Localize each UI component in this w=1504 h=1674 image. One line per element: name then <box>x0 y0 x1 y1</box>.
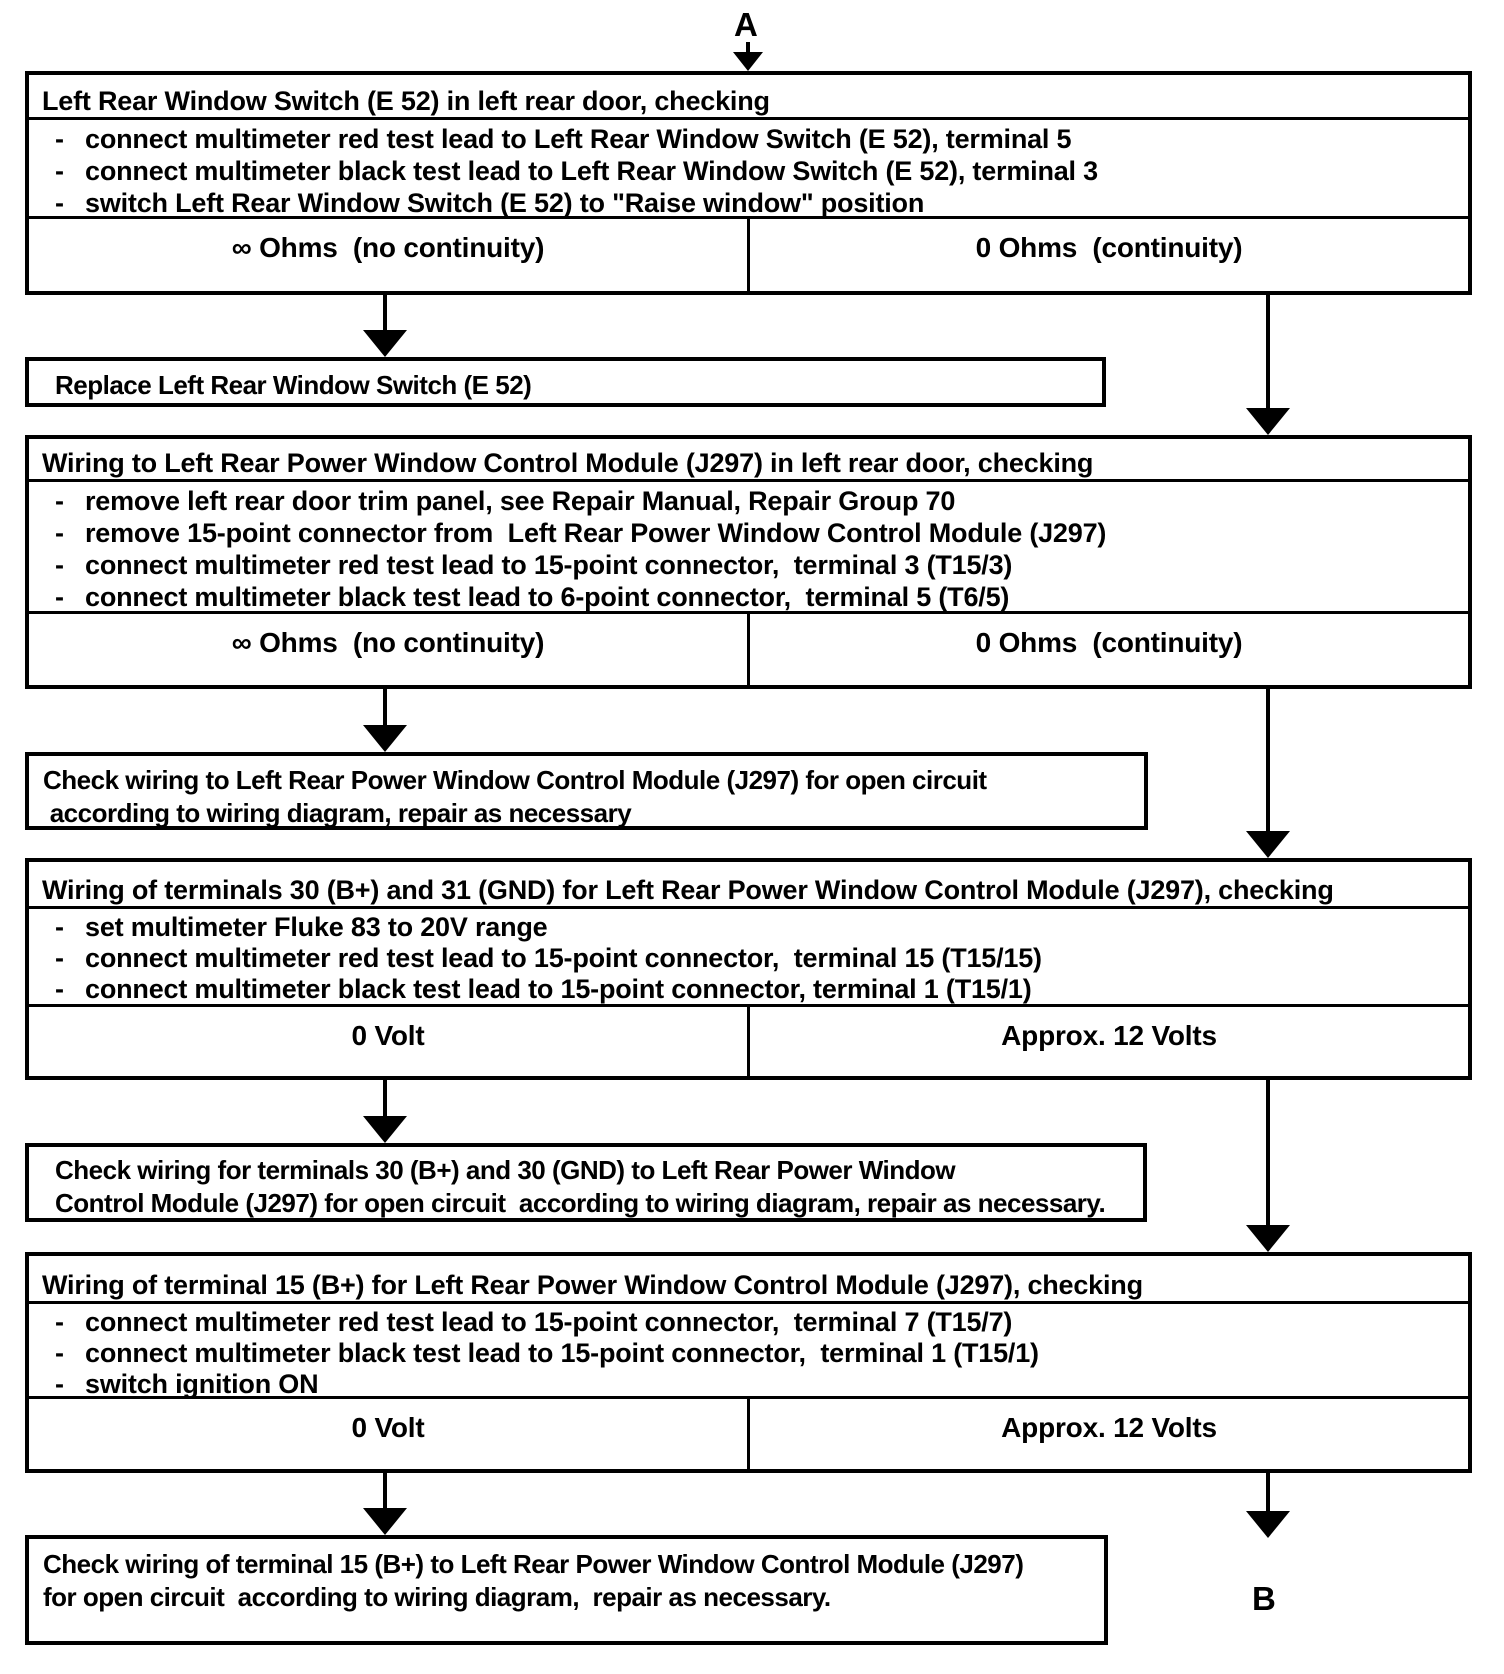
arrow-shaft <box>1266 1080 1270 1227</box>
step-line: -connect multimeter red test lead to 15-… <box>55 1307 1468 1338</box>
dash-bullet: - <box>55 943 64 973</box>
step-text: connect multimeter black test lead to Le… <box>85 156 1098 186</box>
step-text: remove left rear door trim panel, see Re… <box>85 486 956 516</box>
dash-bullet: - <box>55 912 64 942</box>
check-block-steps: -connect multimeter red test lead to Lef… <box>29 120 1468 219</box>
step-line: -connect multimeter red test lead to Lef… <box>55 123 1468 155</box>
arrow-shaft <box>383 1080 387 1118</box>
arrow-down-icon <box>363 1508 407 1535</box>
step-line: -connect multimeter black test lead to 6… <box>55 581 1468 613</box>
step-line: -connect multimeter red test lead to 15-… <box>55 943 1468 974</box>
dash-bullet: - <box>55 124 64 154</box>
arrow-down-icon <box>1246 831 1290 858</box>
outcome-check-wiring-to-module: Check wiring to Left Rear Power Window C… <box>25 752 1148 830</box>
step-line: -switch ignition ON <box>55 1369 1468 1400</box>
arrow-shaft <box>383 1473 387 1510</box>
outcome-text: for open circuit according to wiring dia… <box>43 1582 831 1612</box>
result-0-volt: 0 Volt <box>351 1020 425 1051</box>
connector-label-b: B <box>1252 1580 1276 1617</box>
check-block-steps: -remove left rear door trim panel, see R… <box>29 482 1468 614</box>
result-continuity: 0 Ohms (continuity) <box>747 219 1468 291</box>
check-block-results: ∞ Ohms (no continuity) 0 Ohms (continuit… <box>29 219 1468 291</box>
arrow-shaft <box>1266 689 1270 833</box>
check-block-terminals-30-31: Wiring of terminals 30 (B+) and 31 (GND)… <box>25 858 1472 1080</box>
step-text: connect multimeter red test lead to Left… <box>85 124 1072 154</box>
check-block-title: Wiring of terminal 15 (B+) for Left Rear… <box>29 1256 1468 1304</box>
dash-bullet: - <box>55 1338 64 1368</box>
check-block-results: ∞ Ohms (no continuity) 0 Ohms (continuit… <box>29 614 1468 685</box>
arrow-down-icon <box>363 330 407 357</box>
check-block-steps: -connect multimeter red test lead to 15-… <box>29 1304 1468 1399</box>
arrow-down-icon <box>1246 1511 1290 1538</box>
dash-bullet: - <box>55 1369 64 1399</box>
step-line: -connect multimeter black test lead to 1… <box>55 1338 1468 1369</box>
arrow-a-head-icon <box>733 52 763 71</box>
dash-bullet: - <box>55 550 64 580</box>
outcome-check-wiring-30-gnd: Check wiring for terminals 30 (B+) and 3… <box>25 1143 1147 1222</box>
check-block-title: Wiring to Left Rear Power Window Control… <box>29 439 1468 482</box>
result-no-continuity: ∞ Ohms (no continuity) <box>231 232 545 263</box>
dash-bullet: - <box>55 518 64 548</box>
outcome-check-wiring-terminal-15: Check wiring of terminal 15 (B+) to Left… <box>25 1535 1108 1645</box>
step-line: -set multimeter Fluke 83 to 20V range <box>55 912 1468 943</box>
step-line: -connect multimeter red test lead to 15-… <box>55 549 1468 581</box>
step-text: set multimeter Fluke 83 to 20V range <box>85 912 548 942</box>
check-block-steps: -set multimeter Fluke 83 to 20V range -c… <box>29 909 1468 1007</box>
outcome-text: Replace Left Rear Window Switch (E 52) <box>55 370 532 400</box>
step-text: remove 15-point connector from Left Rear… <box>85 518 1107 548</box>
dash-bullet: - <box>55 156 64 186</box>
step-text: connect multimeter red test lead to 15-p… <box>85 550 1013 580</box>
check-block-title: Wiring of terminals 30 (B+) and 31 (GND)… <box>29 862 1468 909</box>
step-text: connect multimeter black test lead to 15… <box>85 1338 1039 1368</box>
outcome-text: according to wiring diagram, repair as n… <box>43 798 632 828</box>
arrow-down-icon <box>1246 1225 1290 1252</box>
step-text: connect multimeter red test lead to 15-p… <box>85 943 1042 973</box>
step-text: connect multimeter black test lead to 6-… <box>85 582 1010 612</box>
result-12-volts: Approx. 12 Volts <box>747 1007 1468 1076</box>
step-text: connect multimeter red test lead to 15-p… <box>85 1307 1013 1337</box>
dash-bullet: - <box>55 486 64 516</box>
arrow-down-icon <box>363 1116 407 1143</box>
check-block-wiring-to-module: Wiring to Left Rear Power Window Control… <box>25 435 1472 689</box>
dash-bullet: - <box>55 1307 64 1337</box>
arrow-down-icon <box>1246 408 1290 435</box>
arrow-shaft <box>1266 1473 1270 1513</box>
step-text: connect multimeter black test lead to 15… <box>85 974 1032 1004</box>
connector-label-a: A <box>734 6 758 43</box>
result-continuity: 0 Ohms (continuity) <box>747 614 1468 685</box>
check-block-window-switch: Left Rear Window Switch (E 52) in left r… <box>25 71 1472 295</box>
outcome-text: Check wiring to Left Rear Power Window C… <box>43 765 987 795</box>
step-line: -remove 15-point connector from Left Rea… <box>55 517 1468 549</box>
arrow-down-icon <box>363 725 407 752</box>
check-block-results: 0 Volt Approx. 12 Volts <box>29 1007 1468 1076</box>
arrow-shaft <box>383 295 387 332</box>
arrow-shaft <box>383 689 387 727</box>
arrow-shaft <box>1266 295 1270 410</box>
step-text: switch Left Rear Window Switch (E 52) to… <box>85 188 925 218</box>
arrow-a-shaft <box>746 42 750 56</box>
outcome-text: Check wiring for terminals 30 (B+) and 3… <box>55 1155 956 1185</box>
check-block-title: Left Rear Window Switch (E 52) in left r… <box>29 75 1468 120</box>
dash-bullet: - <box>55 974 64 1004</box>
outcome-text: Control Module (J297) for open circuit a… <box>55 1188 1106 1218</box>
dash-bullet: - <box>55 188 64 218</box>
step-text: switch ignition ON <box>85 1369 319 1399</box>
result-no-continuity: ∞ Ohms (no continuity) <box>231 627 545 658</box>
step-line: -connect multimeter black test lead to 1… <box>55 974 1468 1005</box>
check-block-terminal-15: Wiring of terminal 15 (B+) for Left Rear… <box>25 1252 1472 1473</box>
step-line: -connect multimeter black test lead to L… <box>55 155 1468 187</box>
dash-bullet: - <box>55 582 64 612</box>
outcome-text: Check wiring of terminal 15 (B+) to Left… <box>43 1549 1024 1579</box>
outcome-replace-switch: Replace Left Rear Window Switch (E 52) <box>25 357 1106 407</box>
check-block-results: 0 Volt Approx. 12 Volts <box>29 1399 1468 1469</box>
step-line: -switch Left Rear Window Switch (E 52) t… <box>55 187 1468 219</box>
step-line: -remove left rear door trim panel, see R… <box>55 485 1468 517</box>
result-12-volts: Approx. 12 Volts <box>747 1399 1468 1469</box>
result-0-volt: 0 Volt <box>351 1412 425 1443</box>
